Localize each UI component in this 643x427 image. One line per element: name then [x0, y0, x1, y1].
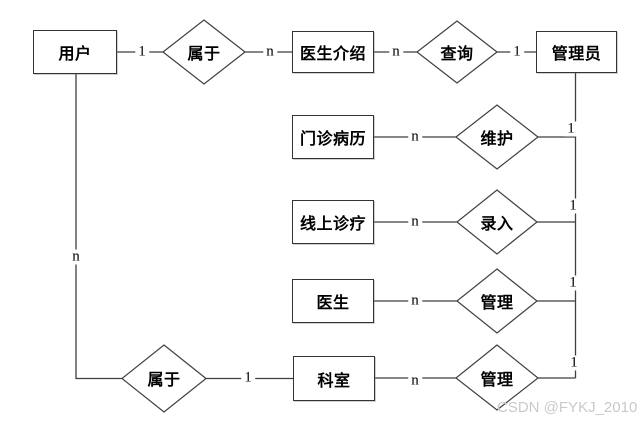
diamond-maintain: [455, 104, 539, 170]
entity-online-treatment: 线上诊疗: [292, 200, 374, 244]
cardinality-input-admin: 1: [566, 198, 580, 214]
diamond-query: [416, 20, 498, 84]
entity-doctor-label: 医生: [316, 295, 350, 312]
relationship-belongs-top-label: 属于: [187, 46, 221, 63]
diamond-manage-doctor: [456, 268, 538, 334]
entity-department-label: 科室: [317, 372, 351, 390]
entity-outpatient-record: 门诊病历: [292, 115, 374, 159]
csdn-watermark: CSDN @FYKJ_2010: [497, 399, 638, 416]
cardinality-belongsbottom-dept: 1: [241, 370, 255, 386]
entity-admin-label: 管理员: [551, 46, 602, 63]
entity-user: 用户: [33, 30, 117, 74]
cardinality-user-belongstop: 1: [135, 44, 149, 60]
edge-user-belongsbottom: [75, 74, 122, 380]
entity-department: 科室: [293, 356, 375, 401]
relationship-maintain-label: 维护: [480, 131, 514, 148]
entity-online-treatment-label: 线上诊疗: [299, 216, 366, 233]
cardinality-belongstop-doctorintro: n: [263, 44, 277, 60]
cardinality-user-belongsbottom: n: [69, 249, 83, 265]
entity-outpatient-record-label: 门诊病历: [299, 131, 366, 148]
relationship-manage-department-label: 管理: [480, 372, 514, 389]
cardinality-doctorintro-query: n: [389, 44, 403, 60]
cardinality-dept-managedept: n: [408, 373, 422, 389]
cardinality-maintain-admin: 1: [564, 121, 578, 137]
entity-doctor: 医生: [292, 279, 374, 323]
relationship-belongs-bottom-label: 属于: [147, 372, 181, 389]
cardinality-online-input: n: [408, 214, 422, 230]
diamond-input: [456, 189, 538, 255]
entity-user-label: 用户: [58, 46, 92, 63]
cardinality-doctor-manage: n: [408, 293, 422, 309]
diamond-manage-department: [455, 344, 539, 411]
cardinality-outpatient-maintain: n: [408, 129, 422, 145]
cardinality-query-admin: 1: [510, 44, 524, 60]
entity-doctor-intro-label: 医生介绍: [299, 46, 366, 63]
relationship-input-label: 录入: [480, 216, 514, 233]
diamond-belongs-bottom: [121, 344, 207, 413]
cardinality-manage-admin: 1: [566, 275, 580, 291]
cardinality-managedept-admin: 1: [567, 355, 581, 371]
relationship-manage-doctor-label: 管理: [480, 295, 514, 312]
entity-admin: 管理员: [536, 31, 617, 73]
relationship-query-label: 查询: [440, 46, 474, 63]
diamond-belongs-top: [162, 19, 246, 85]
entity-doctor-intro: 医生介绍: [292, 31, 374, 73]
